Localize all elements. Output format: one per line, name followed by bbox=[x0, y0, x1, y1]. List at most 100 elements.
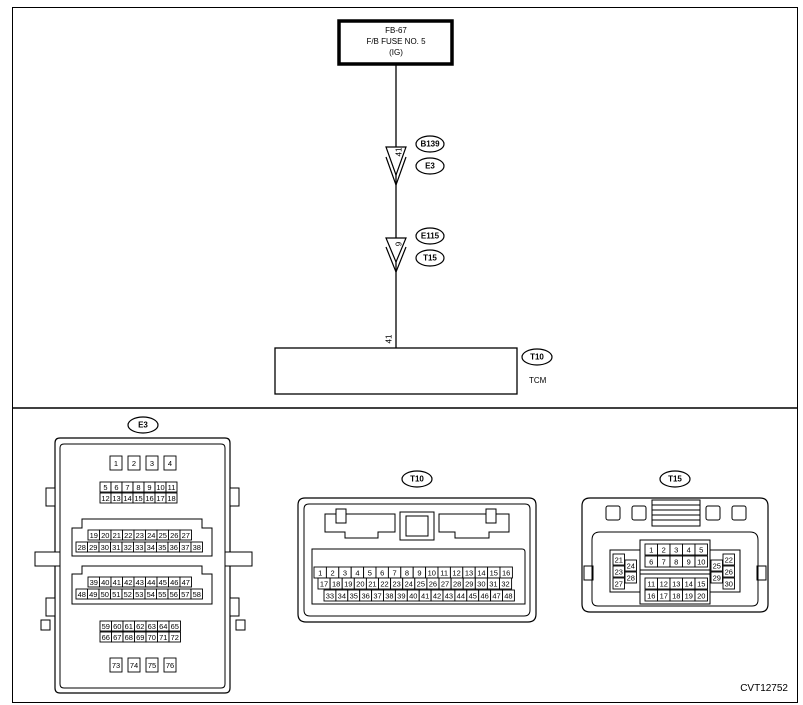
pin-18: 18 bbox=[669, 589, 683, 602]
pin-label: 23 bbox=[392, 580, 400, 589]
pin-9: 9 bbox=[412, 566, 427, 579]
pin-label: 33 bbox=[135, 543, 143, 552]
pin-label: 48 bbox=[504, 592, 512, 601]
pin-label: 17 bbox=[660, 592, 668, 601]
pin-15: 15 bbox=[487, 566, 501, 579]
pin-label: 64 bbox=[159, 622, 167, 631]
pin-37: 37 bbox=[179, 541, 192, 553]
pin-label: 16 bbox=[145, 494, 153, 503]
pin-30: 30 bbox=[474, 577, 488, 590]
pin-label: 7 bbox=[125, 483, 129, 492]
pin-label: 13 bbox=[672, 580, 680, 589]
pin-label: 61 bbox=[125, 622, 133, 631]
pin-label: 57 bbox=[181, 590, 189, 599]
pin-23: 23 bbox=[133, 529, 146, 541]
pin-label: 6 bbox=[114, 483, 118, 492]
pin-32: 32 bbox=[499, 577, 513, 590]
pin-label: 1 bbox=[649, 546, 653, 555]
pin-20: 20 bbox=[694, 589, 708, 602]
e115-tag: E115 bbox=[415, 227, 445, 245]
pin-24: 24 bbox=[402, 577, 416, 590]
pin-1: 1 bbox=[644, 543, 658, 556]
pin-53: 53 bbox=[133, 588, 146, 600]
pin-42: 42 bbox=[430, 589, 444, 602]
pin-label: 19 bbox=[90, 531, 98, 540]
pin-35: 35 bbox=[156, 541, 169, 553]
pin-38: 38 bbox=[383, 589, 396, 602]
pin-35: 35 bbox=[347, 589, 361, 602]
pin-label: 12 bbox=[452, 569, 460, 578]
svg-text:E3: E3 bbox=[138, 421, 148, 430]
pin-label: 46 bbox=[170, 578, 178, 587]
pin-label: 38 bbox=[385, 592, 393, 601]
connector-symbol-e115-t15: 9 bbox=[385, 237, 407, 274]
pin-3: 3 bbox=[338, 566, 352, 579]
pin-8: 8 bbox=[132, 481, 145, 493]
pin-label: 14 bbox=[477, 569, 485, 578]
pin-50: 50 bbox=[98, 588, 111, 600]
pin-label: 11 bbox=[647, 580, 655, 589]
pin-label: 14 bbox=[685, 580, 693, 589]
pin-14: 14 bbox=[474, 566, 489, 579]
pin-label: 48 bbox=[78, 590, 86, 599]
svg-text:T15: T15 bbox=[668, 475, 682, 484]
pin-46: 46 bbox=[478, 589, 492, 602]
pin-14: 14 bbox=[121, 492, 134, 504]
pin-46: 46 bbox=[168, 576, 181, 588]
pin-label: 65 bbox=[171, 622, 179, 631]
pin-29: 29 bbox=[87, 541, 100, 553]
pin-label: 25 bbox=[713, 562, 721, 571]
tcm-pin-label: 41 bbox=[385, 334, 394, 343]
pin-4: 4 bbox=[163, 455, 177, 471]
pin-13: 13 bbox=[110, 492, 123, 504]
pin-76: 76 bbox=[163, 657, 177, 673]
pin-label: 26 bbox=[429, 580, 437, 589]
svg-text:B139: B139 bbox=[420, 140, 440, 149]
pin-15: 15 bbox=[132, 492, 145, 504]
pin-label: 25 bbox=[159, 531, 167, 540]
pin-29: 29 bbox=[710, 571, 723, 584]
pin-label: 7 bbox=[662, 558, 666, 567]
e115-pin-label: 9 bbox=[395, 241, 404, 246]
pin-label: 68 bbox=[125, 633, 133, 642]
b139-pin-label: 41 bbox=[395, 147, 404, 156]
diagram-frame bbox=[12, 7, 798, 703]
pin-8: 8 bbox=[669, 555, 683, 568]
pin-label: 46 bbox=[480, 592, 488, 601]
pin-43: 43 bbox=[442, 589, 456, 602]
pin-label: 45 bbox=[469, 592, 477, 601]
pin-label: 42 bbox=[124, 578, 132, 587]
pin-label: 40 bbox=[409, 592, 417, 601]
pin-11: 11 bbox=[165, 481, 178, 493]
pin-label: 28 bbox=[627, 574, 635, 583]
pin-label: 29 bbox=[713, 574, 721, 583]
pin-label: 15 bbox=[490, 569, 498, 578]
pin-label: 63 bbox=[148, 622, 156, 631]
pin-label: 34 bbox=[147, 543, 155, 552]
pin-label: 26 bbox=[170, 531, 178, 540]
pin-27: 27 bbox=[179, 529, 192, 541]
pin-label: 20 bbox=[356, 580, 364, 589]
pin-label: 7 bbox=[393, 569, 397, 578]
fuse-box: FB-67 F/B FUSE NO. 5 (IG) bbox=[337, 19, 454, 66]
pin-label: 69 bbox=[136, 633, 144, 642]
pin-label: 60 bbox=[113, 622, 121, 631]
pin-label: 15 bbox=[697, 580, 705, 589]
pin-label: 9 bbox=[147, 483, 151, 492]
pin-label: 12 bbox=[660, 580, 668, 589]
pin-label: 23 bbox=[136, 531, 144, 540]
pin-label: 73 bbox=[112, 661, 120, 670]
svg-text:T10: T10 bbox=[410, 475, 424, 484]
pin-44: 44 bbox=[145, 576, 158, 588]
pin-label: 2 bbox=[662, 546, 666, 555]
pin-48: 48 bbox=[75, 588, 88, 600]
pin-19: 19 bbox=[341, 577, 355, 590]
pin-label: 14 bbox=[123, 494, 131, 503]
pin-label: 18 bbox=[332, 580, 340, 589]
pin-label: 11 bbox=[168, 483, 176, 492]
pin-label: 10 bbox=[428, 569, 436, 578]
pin-label: 19 bbox=[685, 592, 693, 601]
pin-27: 27 bbox=[438, 577, 452, 590]
pin-label: 37 bbox=[181, 543, 189, 552]
pin-label: 37 bbox=[373, 592, 381, 601]
